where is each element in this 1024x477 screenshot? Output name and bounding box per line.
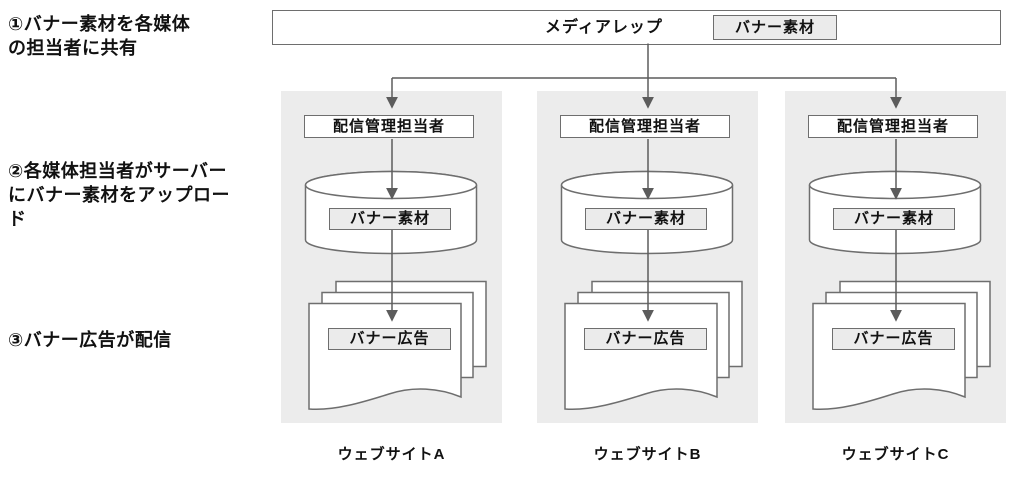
server-banner-material-chip: バナー素材 <box>329 208 451 230</box>
banner-ad-chip: バナー広告 <box>832 328 955 350</box>
step-3-label: ③バナー広告が配信 <box>8 330 172 350</box>
step-2-label: ②各媒体担当者がサーバー にバナー素材をアップロー ド <box>8 161 230 229</box>
delivery-manager-box: 配信管理担当者 <box>808 115 978 138</box>
banner-material-chip: バナー素材 <box>713 14 837 40</box>
step-1-label: ①バナー素材を各媒体 の担当者に共有 <box>8 14 191 58</box>
site-label-b: ウェブサイトB <box>593 446 702 463</box>
site-label-a: ウェブサイトA <box>337 446 446 463</box>
banner-ad-chip: バナー広告 <box>584 328 707 350</box>
delivery-manager-box: 配信管理担当者 <box>304 115 474 138</box>
media-rep-box: メディアレップ バナー素材 <box>272 10 1001 45</box>
server-banner-material-chip: バナー素材 <box>585 208 707 230</box>
website-panel-b: 配信管理担当者 バナー素材 バナー広告 <box>537 91 758 423</box>
banner-ad-chip: バナー広告 <box>328 328 451 350</box>
media-rep-title: メディアレップ <box>545 19 663 36</box>
delivery-manager-box: 配信管理担当者 <box>560 115 730 138</box>
site-label-c: ウェブサイトC <box>841 446 950 463</box>
website-panel-a: 配信管理担当者 バナー素材 バナー広告 <box>281 91 502 423</box>
website-panel-c: 配信管理担当者 バナー素材 バナー広告 <box>785 91 1006 423</box>
server-cylinder <box>808 170 982 255</box>
server-banner-material-chip: バナー素材 <box>833 208 955 230</box>
